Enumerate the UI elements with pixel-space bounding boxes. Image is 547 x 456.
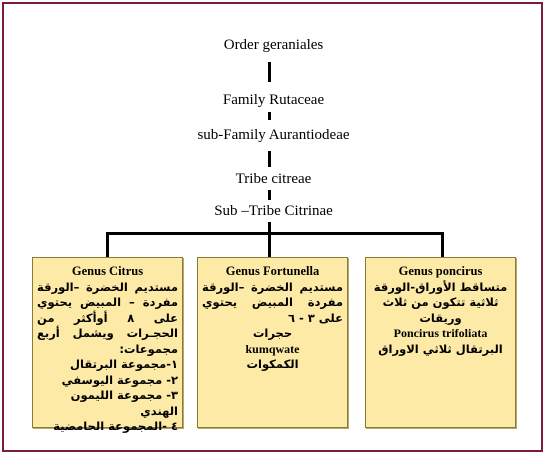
node-order: Order geraniales — [223, 37, 324, 53]
connector-drop-fortunella — [268, 232, 271, 257]
connector-bus — [106, 232, 444, 235]
genus-fortunella-species: kumqwate — [245, 341, 300, 356]
genus-citrus-box: Genus Citrus مستديم الخضرة –الورقة مفردة… — [32, 257, 183, 433]
connector-order-family — [268, 62, 271, 82]
genus-poncirus-description: متساقط الأوراق-الورقة ثلاثية تتكون من ثل… — [373, 279, 508, 325]
connector-drop-poncirus — [441, 232, 444, 257]
connector-tribe-subtribe — [268, 190, 271, 200]
genus-fortunella-description: مستديم الخضرة –الورقة مفردة المبيض يحتوي… — [202, 279, 343, 325]
connector-subfamily-tribe — [268, 151, 271, 167]
genus-poncirus-box: Genus poncirus متساقط الأوراق-الورقة ثلا… — [365, 257, 516, 428]
connector-subtribe-bus — [268, 222, 271, 234]
connector-family-subfamily — [268, 112, 271, 120]
group-item: ٣- مجموعة الليمون الهندي — [70, 388, 178, 418]
genus-poncirus-species: Poncirus trifoliata — [393, 326, 488, 340]
group-item: ١-مجموعة البرتقال — [70, 357, 178, 371]
group-item: ٤ -المجموعة الحامضية — [53, 419, 178, 433]
node-subtribe: Sub –Tribe Citrinae — [214, 203, 333, 219]
node-tribe: Tribe citreae — [235, 171, 312, 187]
genus-citrus-title: Genus Citrus — [71, 264, 144, 278]
genus-citrus-description: مستديم الخضرة –الورقة مفردة – المبيض يحت… — [37, 279, 178, 356]
connector-drop-citrus — [106, 232, 109, 257]
node-family: Family Rutaceae — [222, 92, 325, 108]
diagram-frame — [2, 2, 543, 452]
genus-fortunella-arabic-name: الكمكوات — [246, 357, 299, 371]
genus-poncirus-arabic-name: البرتقال ثلاثي الاوراق — [378, 341, 503, 356]
node-subfamily: sub-Family Aurantiodeae — [197, 127, 350, 143]
genus-fortunella-title: Genus Fortunella — [225, 264, 320, 278]
genus-fortunella-box: Genus Fortunella مستديم الخضرة –الورقة م… — [197, 257, 348, 428]
group-item: ٢- مجموعة اليوسفي — [61, 372, 178, 387]
genus-fortunella-line2: حجرات — [252, 326, 293, 340]
genus-citrus-groups: ١-مجموعة البرتقال ٢- مجموعة اليوسفي ٣- م… — [37, 357, 178, 435]
genus-poncirus-title: Genus poncirus — [398, 264, 483, 278]
